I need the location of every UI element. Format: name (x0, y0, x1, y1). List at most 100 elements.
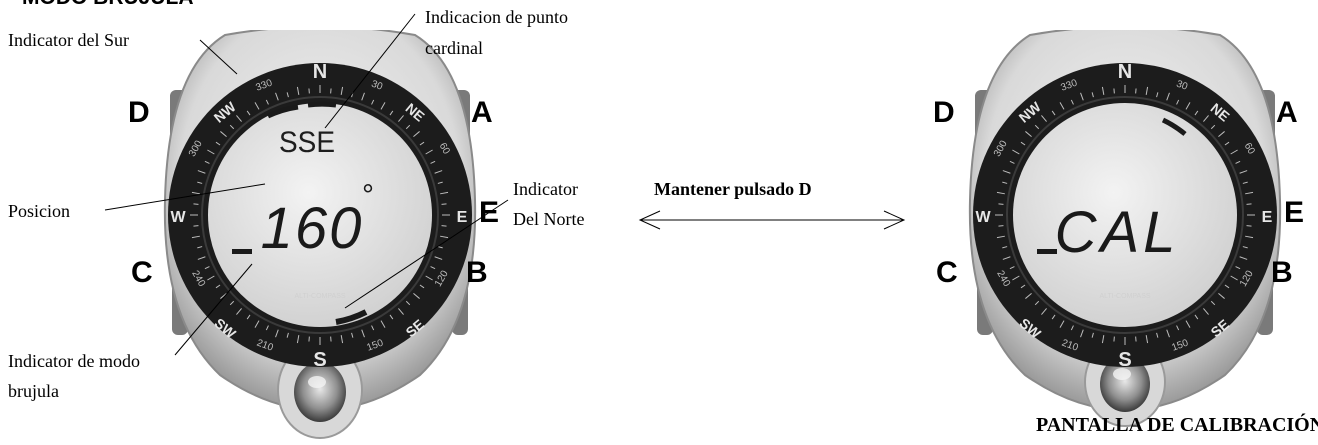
bezel-tick (215, 141, 221, 146)
lcd-display (1013, 103, 1237, 327)
leader-compass-mode (174, 263, 253, 356)
button-label-e-right: E (1284, 196, 1305, 229)
bezel-tick (1051, 110, 1056, 116)
bezel-tick (1210, 300, 1216, 306)
bezel-tick (1002, 181, 1008, 184)
bezel-tick (405, 300, 411, 306)
bezel-tick (1059, 320, 1065, 328)
mode-title: MODO BRUJULA (22, 0, 194, 10)
lcd-cardinal: SSE (279, 126, 335, 159)
bezel-tick (254, 320, 260, 328)
bezel-tick (996, 191, 1005, 195)
bezel-label-s: S (313, 349, 326, 371)
bezel-tick (1009, 266, 1015, 270)
bezel-tick (430, 160, 436, 164)
watch-compass-mode: N S E W NW NE SW SE 330 30 300 60 240 12… (163, 30, 477, 439)
bezel-tick (437, 181, 443, 184)
bezel-tick (1051, 314, 1056, 320)
bezel-tick (1002, 170, 1011, 174)
bezel-tick (419, 284, 425, 289)
bezel-tick (286, 92, 289, 98)
bezel-tick (1245, 191, 1254, 195)
bezel-tick (1194, 110, 1199, 116)
bezel-tick (236, 115, 242, 122)
bezel-tick (380, 102, 386, 110)
bezel-tick (296, 335, 300, 344)
bezel-tick (380, 320, 386, 328)
bezel-tick (204, 266, 210, 270)
bezel-tick (1166, 329, 1170, 338)
bezel-tick (398, 115, 404, 122)
bezel-tick (361, 92, 365, 101)
bezel-tick (1059, 102, 1065, 110)
bezel-tick (265, 99, 269, 105)
leader-north-indicator (344, 199, 509, 309)
bezel-tick (413, 293, 420, 299)
bezel-tick (1156, 332, 1159, 338)
bezel-tick (197, 170, 206, 174)
bezel-tick (1203, 308, 1209, 315)
bezel-tick (265, 325, 269, 331)
bezel-tick (1002, 246, 1008, 249)
bezel-tick (236, 308, 242, 315)
bezel-tick (340, 86, 344, 95)
bezel-tick (1230, 275, 1238, 281)
button-label-d-left: D (128, 96, 150, 129)
bezel-tick (204, 160, 210, 164)
bezel-tick (1239, 256, 1248, 260)
bezel-deg-60: 60 (437, 141, 452, 157)
bezel-deg-60: 60 (1242, 141, 1257, 157)
bezel-tick (1041, 115, 1047, 122)
south-indicator-mark (266, 104, 299, 119)
bubble-level (294, 362, 346, 422)
bezel-tick (1218, 131, 1225, 137)
bezel-tick (1002, 256, 1011, 260)
button-label-a-left: A (471, 96, 493, 129)
bezel-tick (1224, 141, 1230, 146)
button-label-d-right: D (933, 96, 955, 129)
bezel-label-s: S (1118, 349, 1131, 371)
button-label-a-right: A (1276, 96, 1298, 129)
bezel-tick (254, 102, 260, 110)
bezel-tick (1101, 86, 1105, 95)
bezel-tick (1185, 102, 1191, 110)
bezel-label-e: E (1262, 209, 1273, 226)
label-compass-mode-line1: Indicator de modo (8, 351, 140, 371)
bezel-tick (191, 235, 200, 239)
watch-calibration-screen: N S E W NW NE SW SE 330 30 300 60 240 12… (968, 30, 1282, 427)
bezel-tick (1203, 115, 1209, 122)
bezel-tick (1145, 335, 1149, 344)
bezel-tick (246, 110, 251, 116)
bezel-tick (1224, 284, 1230, 289)
bezel-tick (1091, 332, 1094, 338)
bezel-tick (191, 191, 200, 195)
bezel-tick (1070, 325, 1074, 331)
bezel-tick (1080, 329, 1084, 338)
bezel-tick (207, 149, 215, 155)
bezel-tick (1185, 320, 1191, 328)
action-label: Mantener pulsado D (654, 179, 812, 199)
bezel-tick (296, 86, 300, 95)
bezel-tick (1041, 308, 1047, 315)
calibration-caption: PANTALLA DE CALIBRACIÓN (1036, 414, 1318, 436)
button-label-c-right: C (936, 256, 958, 289)
label-north-indicator-line1: Indicator (513, 179, 578, 199)
bezel-tick (405, 124, 411, 130)
label-south-indicator: Indicator del Sur (8, 30, 129, 50)
bezel-tick (1145, 86, 1149, 95)
bezel-tick (275, 92, 279, 101)
compass-mode-bar (232, 249, 252, 254)
bezel-tick (419, 141, 425, 146)
svg-text:ALTI-COMPASS: ALTI-COMPASS (294, 293, 345, 300)
leader-south-indicator (199, 39, 238, 75)
north-indicator-mark (335, 309, 368, 325)
bezel-tick (1235, 160, 1241, 164)
bezel-tick (197, 181, 203, 184)
bezel-tick (197, 246, 203, 249)
bezel-tick (371, 325, 375, 331)
label-cardinal-point-line2: cardinal (425, 38, 483, 58)
bezel-tick (246, 314, 251, 320)
bezel-tick (1235, 266, 1241, 270)
leader-position (104, 183, 266, 211)
bezel-tick (229, 124, 235, 130)
